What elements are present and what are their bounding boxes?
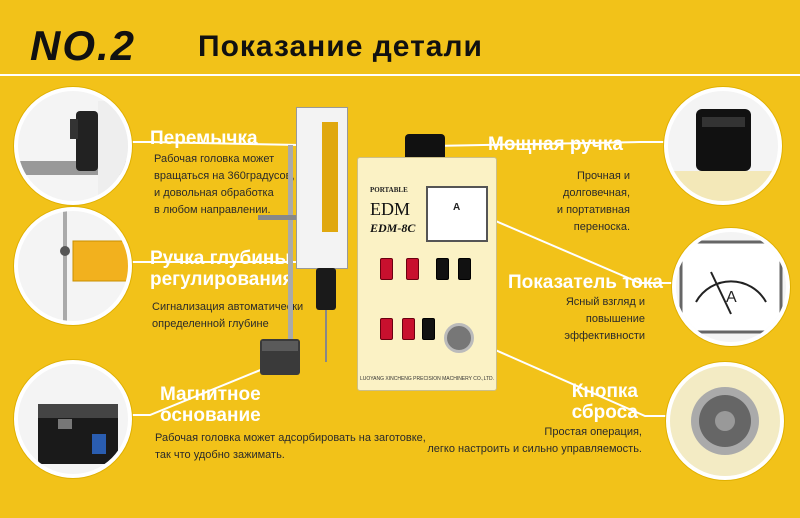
carry-handle <box>405 134 445 158</box>
jumper-closeup <box>14 87 132 205</box>
current-desc: Ясный взгляд и повышение эффективности <box>564 296 645 342</box>
magnetic-desc: Рабочая головка может адсорбировать на з… <box>155 432 426 461</box>
handle-closeup <box>664 87 782 205</box>
jumper-desc: Рабочая головка может вращаться на 360гр… <box>154 153 295 216</box>
handle-title: Мощная ручка <box>488 134 623 155</box>
ammeter-unit-label: A <box>726 289 737 306</box>
servo-control-knob <box>444 323 474 353</box>
device-brand: EDM <box>370 199 410 219</box>
stand-pole <box>288 145 293 355</box>
title-divider <box>0 74 800 76</box>
stand-arm <box>258 215 296 220</box>
section-number: NO.2 <box>30 22 137 69</box>
working-head-label <box>322 122 338 232</box>
knob-photo-icon <box>670 366 780 476</box>
reset-title: Кнопка сброса <box>571 381 638 423</box>
magnetic-base-top <box>262 341 298 351</box>
stepper-switch <box>406 258 419 280</box>
depth-photo-icon <box>60 211 128 321</box>
ammeter: A <box>426 186 488 242</box>
current-title: Показатель тока <box>508 272 663 293</box>
device-model: EDM-8C <box>370 221 416 235</box>
depth-title: Ручка глубины регулирования <box>150 248 294 290</box>
electrode <box>325 310 327 362</box>
current-line <box>469 209 676 284</box>
current-adjust-switch-2 <box>458 258 471 280</box>
handle-desc: Прочная и долговечная, и портативная пер… <box>556 170 630 233</box>
magnetic-line <box>124 359 286 416</box>
title-bar: NO.2 Показание детали <box>0 0 800 74</box>
device-manufacturer: LUOYANG XINCHENG PRECISION MACHINERY CO.… <box>359 376 495 382</box>
reset-closeup <box>666 362 784 480</box>
current-closeup: A <box>672 228 790 346</box>
handle-photo-icon <box>668 109 778 201</box>
high-frequency-switch <box>380 258 393 280</box>
reset-desc: Простая операция, легко настроить и силь… <box>427 426 642 455</box>
ammeter-photo-icon: A <box>679 240 783 334</box>
chuck <box>316 268 336 310</box>
jumper-title: Перемычка <box>150 128 258 149</box>
current-adjust-switch-1 <box>436 258 449 280</box>
pump-switch <box>380 318 393 340</box>
magnetic-title: Магнитное основание <box>160 384 261 426</box>
device-portable-label: PORTABLE <box>370 186 408 194</box>
page-title: Показание детали <box>198 30 483 63</box>
magnetic-closeup <box>14 360 132 478</box>
jumper-photo-icon <box>18 101 128 201</box>
edm-unit: PORTABLE EDM EDM-8C A LUOYANG XINCHENG P… <box>357 157 497 391</box>
meter-unit: A <box>453 202 461 213</box>
depth-closeup <box>14 207 132 325</box>
reset-line <box>449 329 672 417</box>
reset-switch <box>422 318 435 340</box>
magnet-photo-icon <box>38 404 118 464</box>
handle-line <box>431 141 666 147</box>
depth-desc: Сигнализация автоматически определенной … <box>152 301 304 330</box>
principal-axis-switch <box>402 318 415 340</box>
jumper-line <box>124 141 301 146</box>
